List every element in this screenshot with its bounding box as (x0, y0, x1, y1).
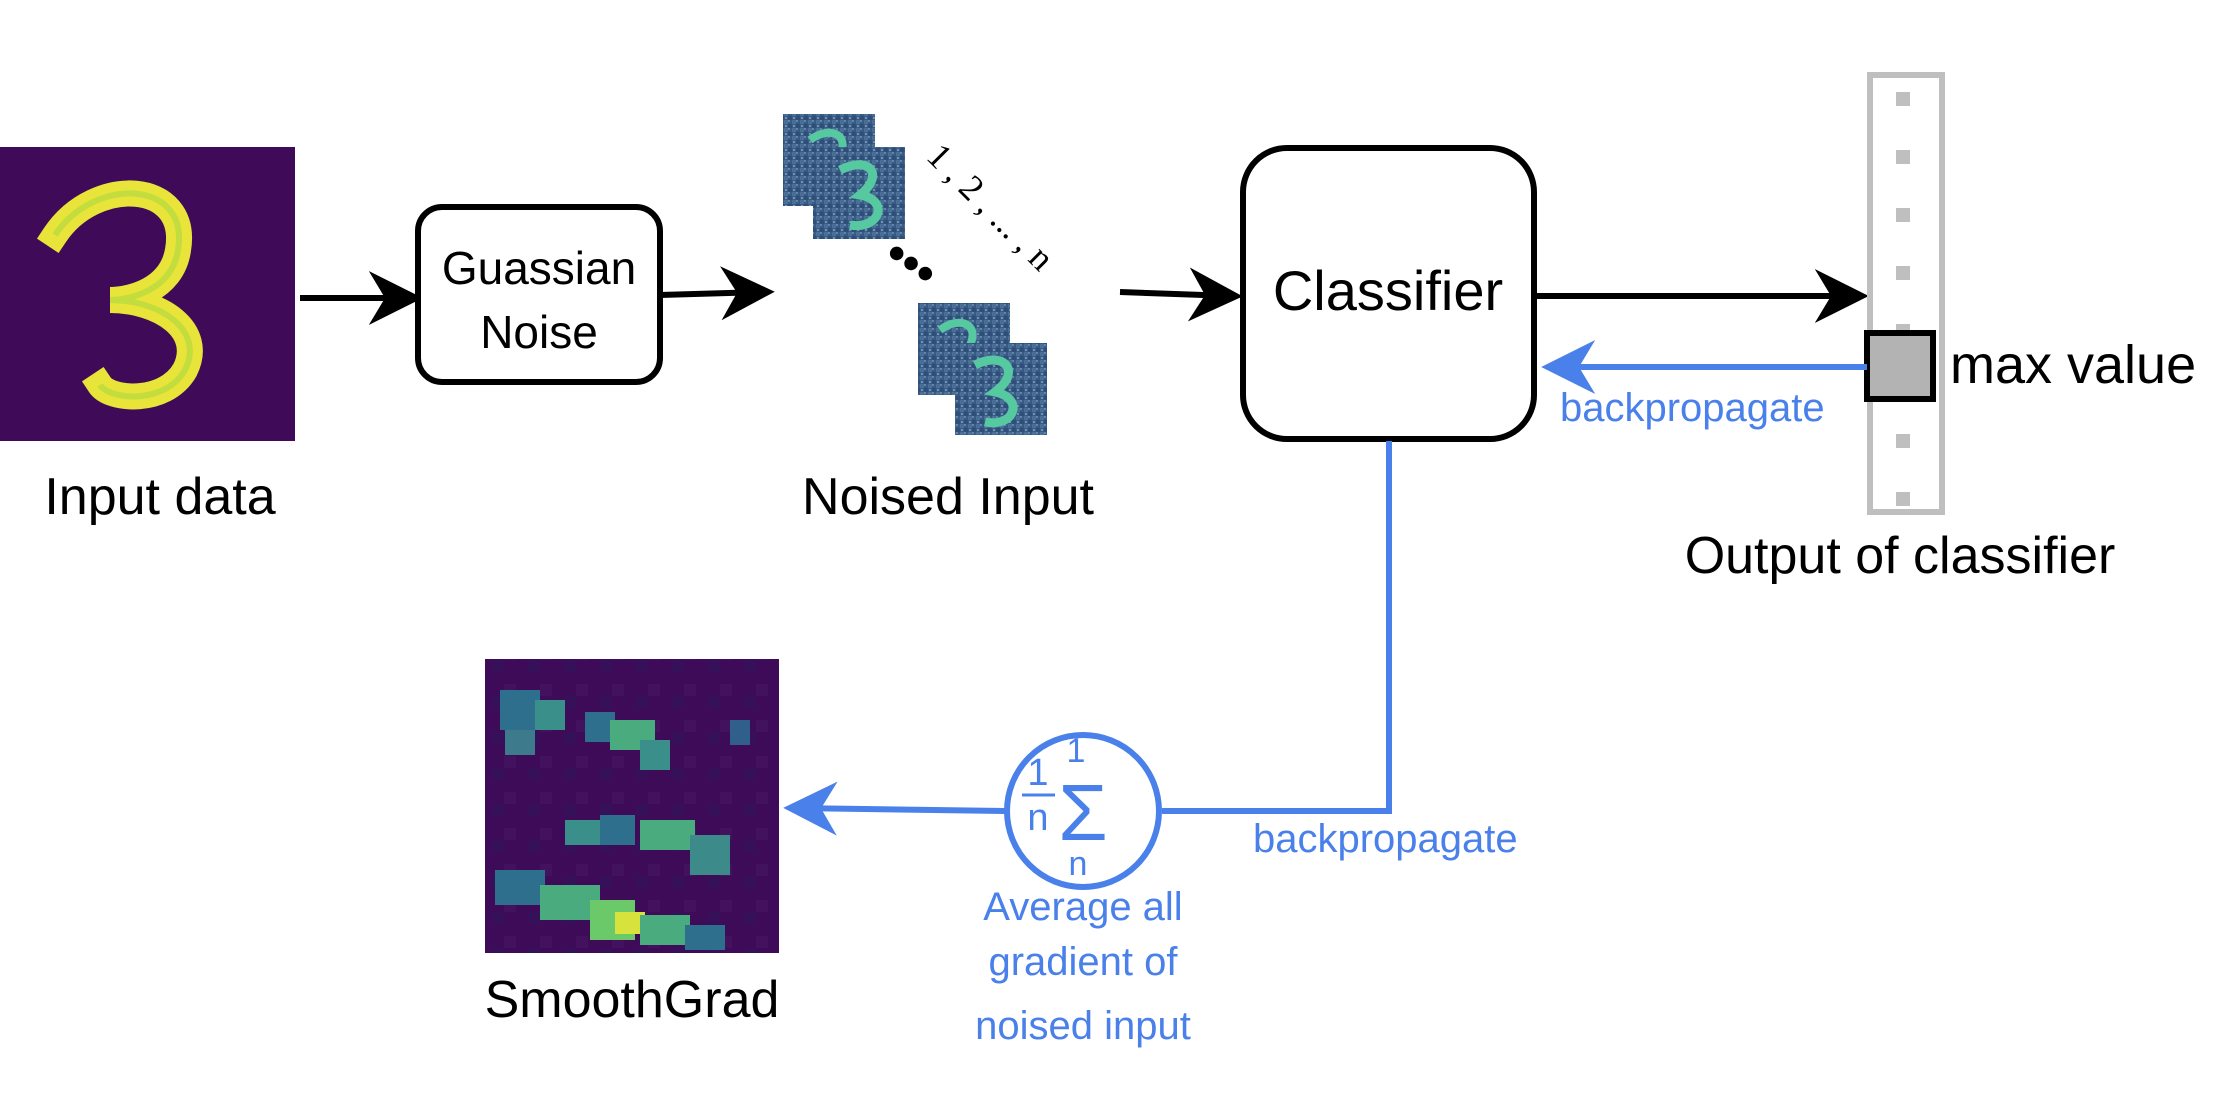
arrow-noise-to-noised-input (659, 266, 775, 321)
noised-image-last (918, 303, 1047, 435)
backprop-path-to-average (1162, 441, 1392, 814)
backpropagate-label-top: backpropagate (1560, 386, 1825, 430)
noised-input-stack: ••• 1 , 2 , ... , n (783, 114, 1062, 435)
input-image (0, 147, 295, 441)
noised-input-label: Noised Input (802, 468, 1095, 526)
gaussian-noise-label-line1: Guassian (442, 242, 636, 294)
max-value-label: max value (1950, 335, 2196, 395)
output-vector (1864, 72, 1945, 515)
smoothgrad-image (485, 659, 779, 953)
gaussian-noise-box: Guassian Noise (415, 204, 663, 385)
max-value-cell (1864, 330, 1936, 402)
arrow-average-to-smoothgrad (783, 781, 1006, 836)
classifier-box: Classifier (1240, 145, 1537, 442)
smoothgrad-label: SmoothGrad (485, 971, 780, 1029)
output-of-classifier-label: Output of classifier (1685, 527, 2116, 585)
sigma-icon: Σ (1058, 768, 1107, 857)
sum-lower-limit: n (1069, 845, 1088, 883)
fraction-denominator: n (1027, 797, 1048, 839)
input-data-label: Input data (44, 468, 275, 526)
classifier-label: Classifier (1273, 259, 1503, 322)
arrow-noised-to-classifier (1119, 267, 1243, 322)
sum-upper-limit: 1 (1067, 732, 1086, 770)
average-sum-node: 1 n Σ 1 n (1004, 732, 1162, 890)
average-label-line2: gradient of (988, 940, 1178, 984)
gaussian-noise-label-line2: Noise (480, 306, 598, 358)
backpropagate-label-bottom: backpropagate (1253, 817, 1518, 861)
noised-image-first (783, 114, 905, 239)
average-label-line1: Average all (983, 885, 1182, 929)
average-label-line3: noised input (975, 1004, 1191, 1048)
fraction-numerator: 1 (1027, 752, 1048, 794)
